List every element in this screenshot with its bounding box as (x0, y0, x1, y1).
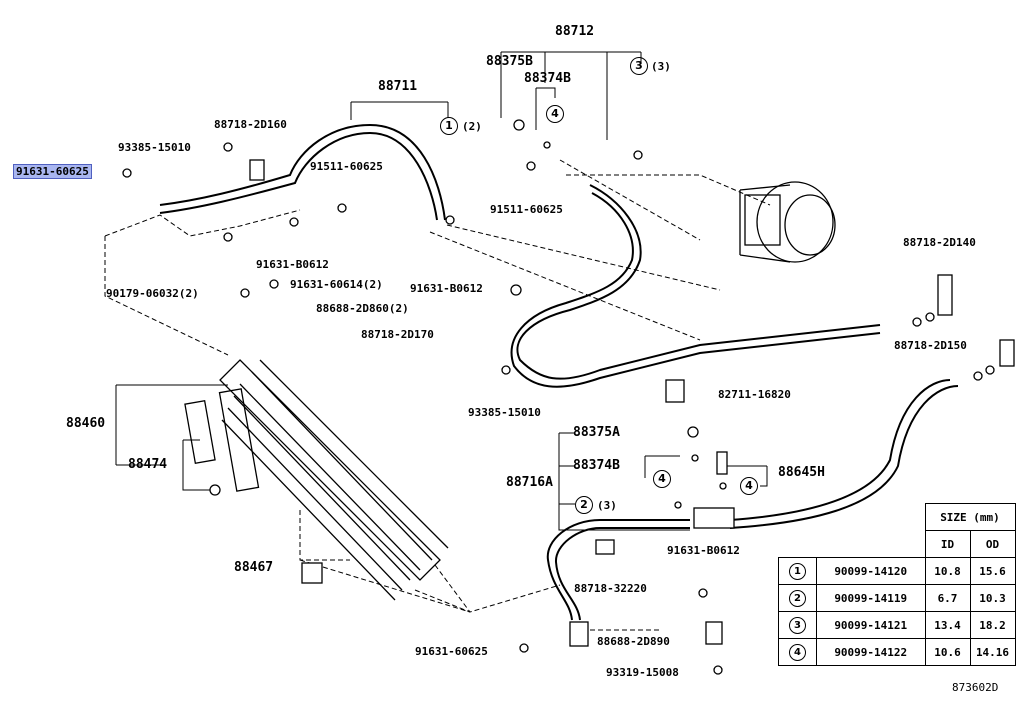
label-82711-16820[interactable]: 82711-16820 (718, 388, 791, 401)
table-row: 2 90099-14119 6.7 10.3 (778, 584, 1016, 612)
label-93385-15010-a[interactable]: 93385-15010 (118, 141, 191, 154)
row-od: 14.16 (969, 638, 1016, 666)
label-88716A[interactable]: 88716A (506, 475, 553, 490)
label-93385-15010-b[interactable]: 93385-15010 (468, 406, 541, 419)
row-id: 10.8 (924, 557, 971, 585)
label-88688-2D860[interactable]: 88688-2D860(2) (316, 302, 409, 315)
oring-size-table: SIZE (mm) ID OD 1 90099-14120 10.8 15.6 … (778, 503, 1016, 666)
circle-4-mid-a: 4 (653, 470, 671, 488)
label-91511-60625-a[interactable]: 91511-60625 (310, 160, 383, 173)
label-88718-32220[interactable]: 88718-32220 (574, 582, 647, 595)
circle-1: 1 (440, 117, 458, 135)
label-88688-2D890[interactable]: 88688-2D890 (597, 635, 670, 648)
label-91631-60614[interactable]: 91631-60614(2) (290, 278, 383, 291)
size-header: SIZE (mm) (924, 503, 1016, 531)
label-88718-2D170[interactable]: 88718-2D170 (361, 328, 434, 341)
row-od: 18.2 (969, 611, 1016, 639)
row-number: 3 (789, 616, 806, 634)
row-od: 15.6 (969, 557, 1016, 585)
label-qty-2-a: (2) (462, 120, 482, 133)
size-od-header: OD (969, 530, 1016, 558)
diagram-id: 873602D (952, 681, 999, 694)
circle-4-top: 4 (546, 105, 564, 123)
label-91631-60625-highlighted[interactable]: 91631-60625 (13, 164, 92, 179)
row-part[interactable]: 90099-14121 (816, 611, 926, 639)
label-91631-B0612-c[interactable]: 91631-B0612 (667, 544, 740, 557)
circle-3-top: 3 (630, 57, 648, 75)
size-id-header: ID (924, 530, 971, 558)
label-91631-B0612-a[interactable]: 91631-B0612 (256, 258, 329, 271)
label-88460[interactable]: 88460 (66, 416, 106, 431)
label-88474[interactable]: 88474 (128, 457, 168, 472)
label-88718-2D140[interactable]: 88718-2D140 (903, 236, 976, 249)
row-number: 1 (789, 562, 806, 580)
label-88374B-2[interactable]: 88374B (573, 458, 620, 473)
circle-2: 2 (575, 496, 593, 514)
label-93319-15008[interactable]: 93319-15008 (606, 666, 679, 679)
row-part[interactable]: 90099-14119 (816, 584, 926, 612)
label-91631-B0612-b[interactable]: 91631-B0612 (410, 282, 483, 295)
label-88374B[interactable]: 88374B (524, 71, 571, 86)
table-row: 3 90099-14121 13.4 18.2 (778, 611, 1016, 639)
table-row: 4 90099-14122 10.6 14.16 (778, 638, 1016, 666)
row-part[interactable]: 90099-14122 (816, 638, 926, 666)
label-90179-06032[interactable]: 90179-06032(2) (106, 287, 199, 300)
row-number: 4 (789, 643, 806, 661)
row-part[interactable]: 90099-14120 (816, 557, 926, 585)
table-row: 1 90099-14120 10.8 15.6 (778, 557, 1016, 585)
row-id: 13.4 (924, 611, 971, 639)
label-88375A[interactable]: 88375A (573, 425, 620, 440)
label-88375B[interactable]: 88375B (486, 54, 533, 69)
label-qty-3-b: (3) (597, 499, 617, 512)
row-od: 10.3 (969, 584, 1016, 612)
label-88711[interactable]: 88711 (378, 79, 418, 94)
label-88645H[interactable]: 88645H (778, 465, 825, 480)
row-number: 2 (789, 589, 806, 607)
row-id: 6.7 (924, 584, 971, 612)
label-qty-3: (3) (651, 60, 671, 73)
label-91631-60625-b[interactable]: 91631-60625 (415, 645, 488, 658)
label-88718-2D150[interactable]: 88718-2D150 (894, 339, 967, 352)
label-88467[interactable]: 88467 (234, 560, 274, 575)
row-id: 10.6 (924, 638, 971, 666)
label-88712[interactable]: 88712 (555, 24, 595, 39)
circle-4-mid-b: 4 (740, 477, 758, 495)
label-91511-60625-b[interactable]: 91511-60625 (490, 203, 563, 216)
label-88718-2D160[interactable]: 88718-2D160 (214, 118, 287, 131)
